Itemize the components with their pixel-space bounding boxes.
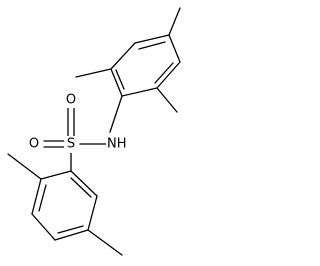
bond-ring2-e — [87, 195, 98, 231]
mesityl-methyls — [75, 7, 181, 113]
bond-ring2-double-3 — [70, 177, 92, 198]
bond-ring2-double-2 — [57, 225, 84, 234]
bond-ring2-c — [31, 213, 56, 241]
bond-ring2-d — [54, 229, 89, 241]
methyl-left — [75, 68, 112, 78]
bond-ring1-double-2 — [154, 62, 174, 84]
label-bg-o-left — [26, 136, 43, 153]
methyl-ortho — [7, 153, 42, 180]
bond-ring1-b — [168, 34, 181, 63]
label-bg-nh — [106, 136, 132, 153]
mesityl-ring — [110, 34, 181, 97]
xylyl-methyls — [7, 153, 123, 256]
methyl-right — [156, 87, 178, 113]
bond-ring2-a — [40, 170, 72, 180]
bond-ring1-a — [134, 34, 170, 44]
atom-sulfur: S — [67, 137, 75, 152]
bond-ring2-b — [31, 178, 42, 215]
sulfonyl-oxygens — [43, 107, 75, 148]
bond-n-ring — [109, 95, 123, 133]
bond-ring1-c — [156, 61, 181, 89]
bond-ring1-d — [121, 87, 158, 97]
methyl-meta — [87, 229, 123, 256]
label-bg-s — [64, 136, 78, 153]
bond-ring2-f — [70, 170, 98, 197]
methyl-top — [168, 7, 181, 36]
chemical-structure-diagram: O O S NH — [7, 7, 181, 256]
label-bg-o-top — [63, 91, 79, 108]
bond-ring2-double-1 — [38, 184, 47, 212]
bond-ring1-double-1 — [138, 41, 166, 50]
atom-labels: O O S NH — [26, 91, 132, 153]
bond-ring1-e — [110, 68, 123, 97]
bond-ring1-double-3 — [115, 69, 125, 90]
atom-oxygen-top: O — [66, 93, 76, 108]
atom-amine: NH — [107, 137, 127, 152]
bond-ring1-f — [110, 42, 136, 70]
atom-oxygen-left: O — [29, 137, 39, 152]
xylyl-ring — [31, 170, 98, 241]
